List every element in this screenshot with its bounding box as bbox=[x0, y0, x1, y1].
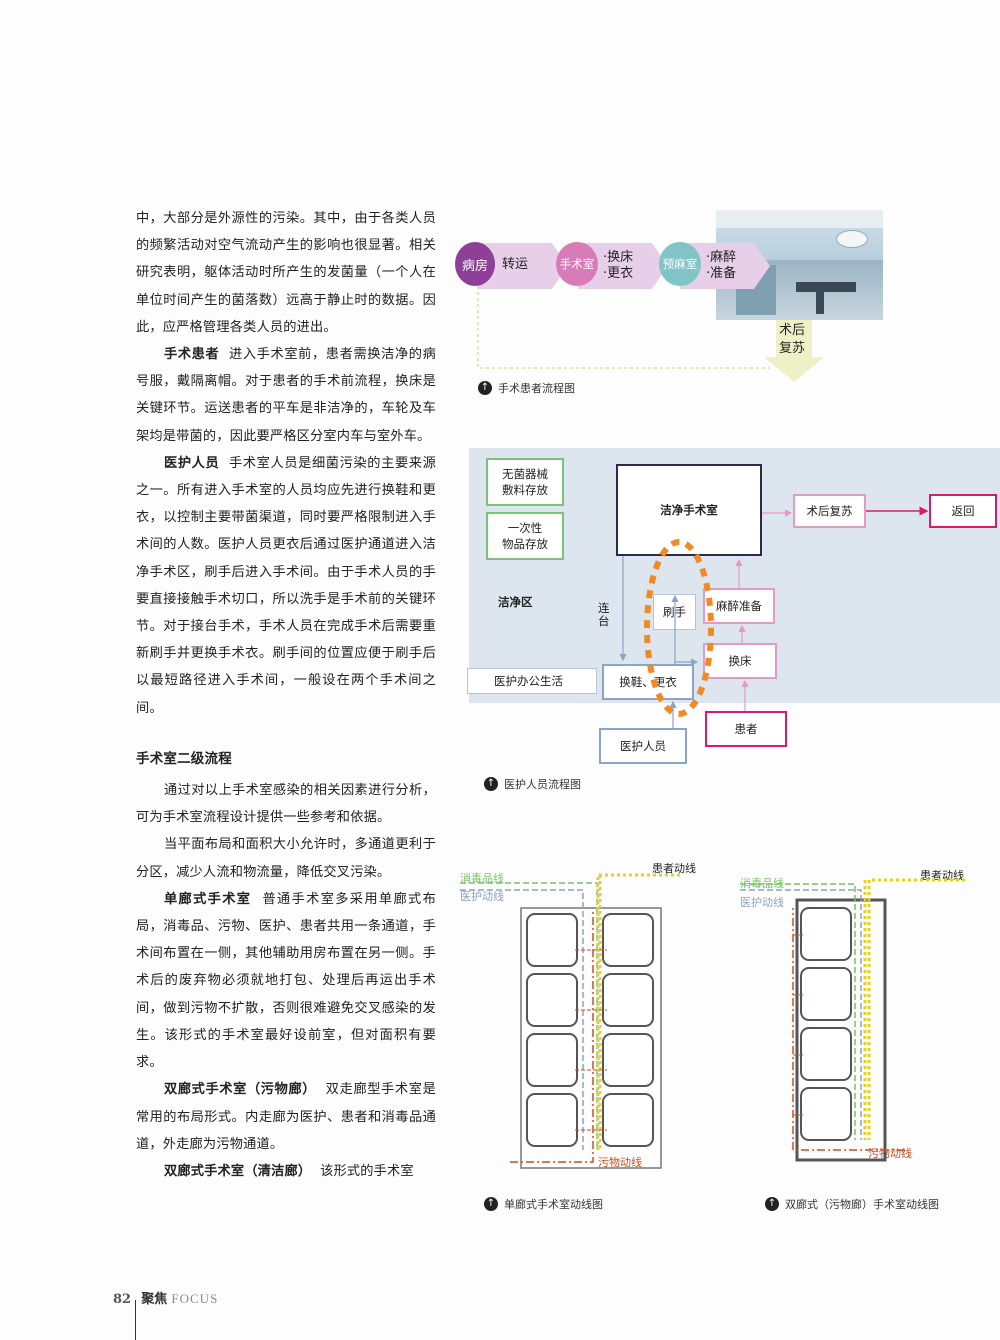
legend-staff: 医护动线 bbox=[460, 890, 504, 903]
paragraph: 手术患者 进入手术室前，患者需换洁净的病号服，戴隔离帽。对于患者的手术前流程，换… bbox=[136, 341, 436, 450]
page-footer: 82 聚焦 FOCUS bbox=[113, 1288, 218, 1307]
section-name-en: FOCUS bbox=[171, 1291, 219, 1306]
article-body: 中，大部分是外源性的污染。其中，由于各类人员的频繁活动对空气流动产生的影响也很显… bbox=[136, 205, 436, 1185]
paragraph-heading: 双廊式手术室（清洁廊） bbox=[164, 1163, 312, 1179]
box-bed-change: 换床 bbox=[703, 643, 777, 679]
box-anesthesia-prep: 麻醉准备 bbox=[703, 588, 775, 624]
section-title: 手术室二级流程 bbox=[136, 750, 232, 767]
page-number: 82 bbox=[113, 1292, 132, 1307]
box-staff: 医护人员 bbox=[599, 728, 687, 764]
step-circle-preanesthesia: 预麻室 bbox=[659, 242, 701, 286]
clean-zone-label: 洁净区 bbox=[498, 595, 533, 609]
paragraph-text: 双走廊型手术室是常用的布局形式。内走廊为医护、患者和消毒品通道，外走廊为污物通道… bbox=[136, 1082, 436, 1152]
caption-arrow-icon: ↑ bbox=[484, 777, 498, 791]
paragraph-text: 普通手术室多采用单廊式布局，消毒品、污物、医护、患者共用一条通道，手术间布置在一… bbox=[136, 891, 436, 1071]
box-patient: 患者 bbox=[705, 711, 787, 747]
step-circle-ward: 病房 bbox=[455, 242, 495, 286]
paragraph: 当平面布局和面积大小允许时，多通道更利于分区，减少人流和物流量，降低交叉污染。 bbox=[136, 837, 436, 880]
footer-divider bbox=[135, 1300, 136, 1340]
single-corridor-plan bbox=[460, 873, 680, 1169]
paragraph: 双廊式手术室（清洁廊） 该形式的手术室 bbox=[136, 1158, 436, 1185]
staff-flow-arrows bbox=[619, 506, 929, 728]
paragraph: 双廊式手术室（污物廊） 双走廊型手术室是常用的布局形式。内走廊为医护、患者和消毒… bbox=[136, 1076, 436, 1158]
box-disposable-storage: 一次性 物品存放 bbox=[486, 512, 564, 560]
figure-caption: ↑ 单廊式手术室动线图 bbox=[484, 1196, 603, 1212]
box-return: 返回 bbox=[929, 494, 997, 528]
paragraph: 医护人员 手术室人员是细菌污染的主要来源之一。所有进入手术室的人员均应先进行换鞋… bbox=[136, 450, 436, 722]
paragraph-text: 该形式的手术室 bbox=[320, 1163, 414, 1179]
caption-arrow-icon: ↑ bbox=[484, 1197, 498, 1211]
caption-arrow-icon: ↑ bbox=[765, 1197, 779, 1211]
box-office: 医护办公生活 bbox=[467, 668, 597, 694]
box-recovery: 术后复苏 bbox=[793, 494, 866, 528]
figure-caption: ↑ 医护人员流程图 bbox=[484, 776, 581, 792]
figure-caption: ↑ 双廊式（污物廊）手术室动线图 bbox=[765, 1196, 939, 1212]
paragraph-heading: 医护人员 bbox=[164, 455, 220, 471]
paragraph-heading: 双廊式手术室（污物廊） bbox=[164, 1082, 317, 1098]
step-label: ·换床·更衣 bbox=[603, 250, 634, 281]
paragraph-heading: 单廊式手术室 bbox=[164, 891, 252, 907]
paragraph-text: 手术室人员是细菌污染的主要来源之一。所有进入手术室的人员均应先进行换鞋和更衣，以… bbox=[136, 455, 436, 716]
step-label: 转运 bbox=[502, 257, 529, 272]
figure-caption: ↑ 手术患者流程图 bbox=[478, 380, 575, 396]
box-sterile-storage: 无菌器械 敷料存放 bbox=[486, 458, 564, 506]
caption-arrow-icon: ↑ bbox=[478, 381, 492, 395]
paragraph: 通过对以上手术室感染的相关因素进行分析，可为手术室流程设计提供一些参考和依据。 bbox=[136, 783, 436, 826]
step-circle-or: 手术室 bbox=[556, 242, 598, 286]
legend-waste: 污物动线 bbox=[598, 1156, 642, 1169]
recovery-label: 术后复苏 bbox=[779, 323, 806, 356]
box-change-clothes: 换鞋、更衣 bbox=[602, 664, 694, 700]
legend-staff: 医护动线 bbox=[740, 896, 784, 909]
legend-patient: 患者动线 bbox=[652, 862, 696, 875]
legend-disinfect: 消毒品线 bbox=[460, 872, 504, 885]
connect-label: 连 台 bbox=[598, 601, 610, 628]
section-name: 聚焦 bbox=[141, 1292, 168, 1307]
paragraph-heading: 手术患者 bbox=[164, 347, 220, 363]
paragraph: 中，大部分是外源性的污染。其中，由于各类人员的频繁活动对空气流动产生的影响也很显… bbox=[136, 211, 436, 335]
box-clean-or: 洁净手术室 bbox=[616, 464, 762, 556]
return-loop-line bbox=[477, 286, 770, 369]
double-corridor-plan bbox=[740, 878, 965, 1162]
step-label: ·麻醉·准备 bbox=[706, 250, 737, 281]
paragraph-text: 进入手术室前，患者需换洁净的病号服，戴隔离帽。对于患者的手术前流程，换床是关键环… bbox=[136, 347, 436, 444]
paragraph: 单廊式手术室 普通手术室多采用单廊式布局，消毒品、污物、医护、患者共用一条通道，… bbox=[136, 886, 436, 1076]
